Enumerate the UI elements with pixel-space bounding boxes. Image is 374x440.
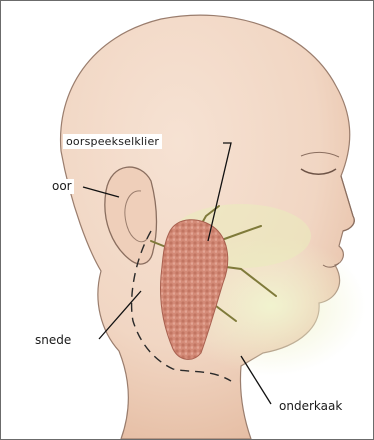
label-gland: oorspeekselklier [63, 134, 162, 149]
label-jaw: onderkaak [277, 399, 344, 414]
label-ear: oor [50, 179, 74, 194]
label-incision: snede [33, 333, 73, 348]
